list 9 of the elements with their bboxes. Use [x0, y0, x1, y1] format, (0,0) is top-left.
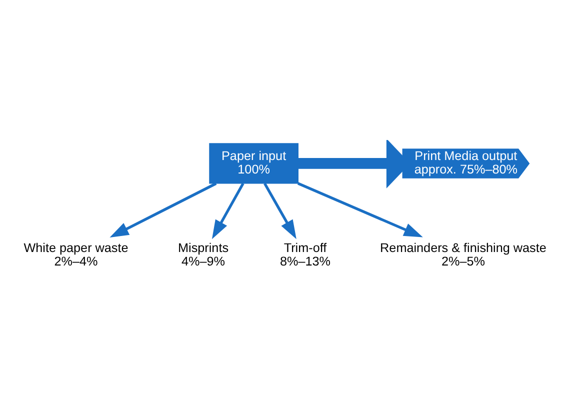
node-text: Remainders & finishing waste 2%–5%	[380, 240, 546, 268]
node-box: Paper input 100%	[209, 142, 298, 184]
arrow	[212, 182, 244, 239]
node-text: Misprints 4%–9%	[178, 240, 229, 268]
node-text: Trim-off 8%–13%	[280, 240, 331, 268]
arrow	[110, 182, 217, 238]
arrow	[264, 182, 296, 239]
arrow	[297, 182, 423, 237]
node-text: White paper waste 2%–4%	[24, 240, 128, 268]
